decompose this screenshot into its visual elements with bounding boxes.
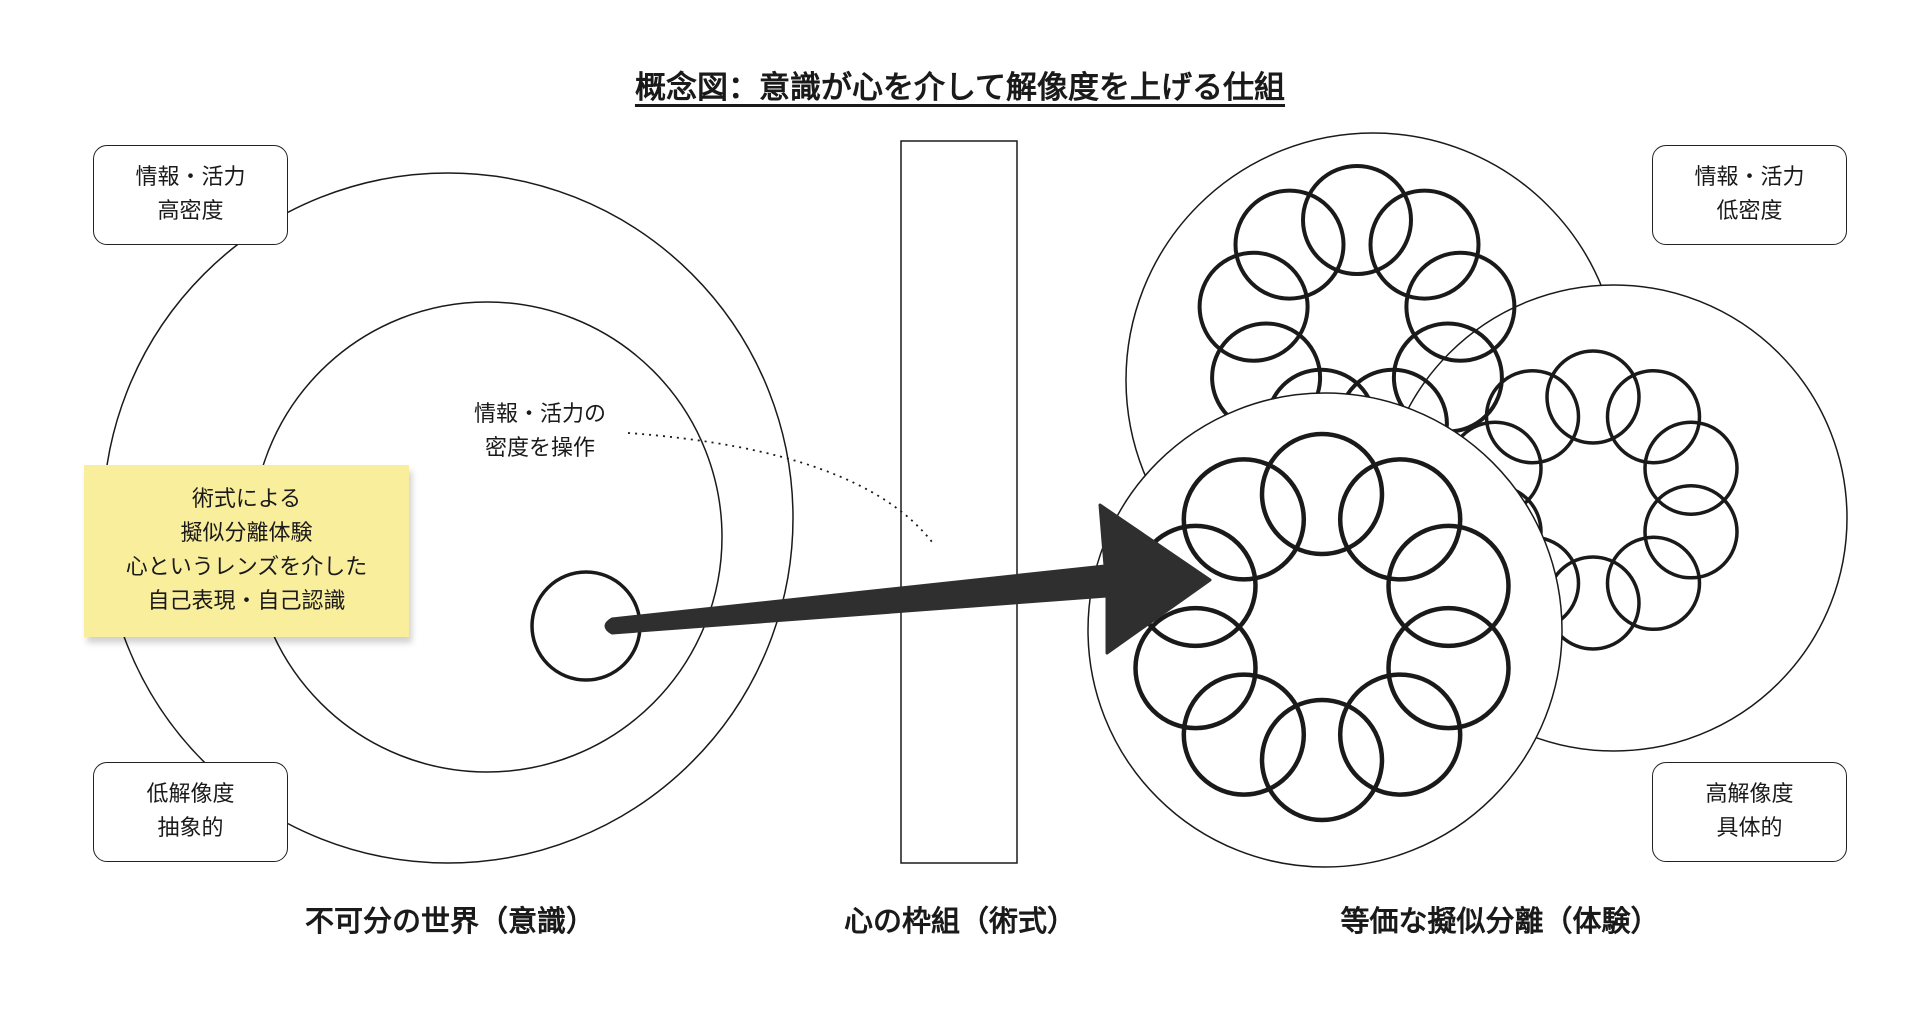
label-text: 高密度 xyxy=(157,199,224,224)
label-mind-frame: 心の枠組（術式） xyxy=(843,904,1076,938)
flower-ring xyxy=(1233,188,1346,301)
flower-ring xyxy=(1181,457,1307,582)
flower-ring xyxy=(1605,368,1702,465)
label-equivalent-separation: 等価な擬似分離（体験） xyxy=(1340,904,1660,938)
note-line: 術式による xyxy=(191,487,302,512)
dotted-connector xyxy=(627,432,933,543)
flower-ring xyxy=(1197,250,1310,363)
annotation-line: 情報・活力の xyxy=(473,402,606,427)
flower-ring xyxy=(1259,431,1385,557)
label-text: 具体的 xyxy=(1716,816,1783,841)
sticky-note: 術式による 擬似分離体験 心というレンズを介した 自己表現・自己認識 xyxy=(84,465,409,637)
flower-ring xyxy=(1545,349,1641,445)
flower-ring xyxy=(1301,164,1413,276)
label-text: 抽象的 xyxy=(157,816,224,841)
flower-ring xyxy=(1337,672,1463,797)
flower-ring xyxy=(1181,672,1307,797)
label-box-low-resolution: 低解像度 抽象的 xyxy=(93,762,288,862)
note-line: 心というレンズを介した xyxy=(125,555,368,580)
annotation-line: 密度を操作 xyxy=(484,436,595,461)
diagram-title: 概念図：意識が心を介して解像度を上げる仕組 xyxy=(634,70,1286,106)
label-box-low-density: 情報・活力 低密度 xyxy=(1652,145,1847,245)
projection-arrow xyxy=(604,503,1212,655)
flower-ring xyxy=(1259,697,1385,823)
label-box-high-resolution: 高解像度 具体的 xyxy=(1652,762,1847,862)
label-text: 高解像度 xyxy=(1705,782,1794,807)
flower-ring xyxy=(1605,535,1702,632)
flower-ring xyxy=(1643,420,1739,516)
label-text: 情報・活力 xyxy=(1694,165,1805,190)
note-line: 擬似分離体験 xyxy=(180,521,313,546)
label-text: 情報・活力 xyxy=(135,165,246,190)
label-text: 低密度 xyxy=(1716,199,1783,224)
flower-ring xyxy=(1386,523,1511,649)
flower-ring xyxy=(1484,368,1581,465)
experience-circle-front xyxy=(1087,392,1563,868)
flower-ring xyxy=(1368,188,1481,301)
flower-ring xyxy=(1643,484,1739,580)
density-annotation: 情報・活力の 密度を操作 xyxy=(420,398,660,466)
label-indivisible-world: 不可分の世界（意識） xyxy=(304,904,595,938)
label-box-high-density: 情報・活力 高密度 xyxy=(93,145,288,245)
flower-ring xyxy=(1133,605,1258,731)
flower-ring xyxy=(1386,605,1511,731)
mind-frame-rect xyxy=(900,140,1018,864)
flower-ring xyxy=(1404,250,1517,363)
note-line: 自己表現・自己認識 xyxy=(147,589,346,614)
label-text: 低解像度 xyxy=(146,782,235,807)
flower-ring xyxy=(1337,457,1463,582)
